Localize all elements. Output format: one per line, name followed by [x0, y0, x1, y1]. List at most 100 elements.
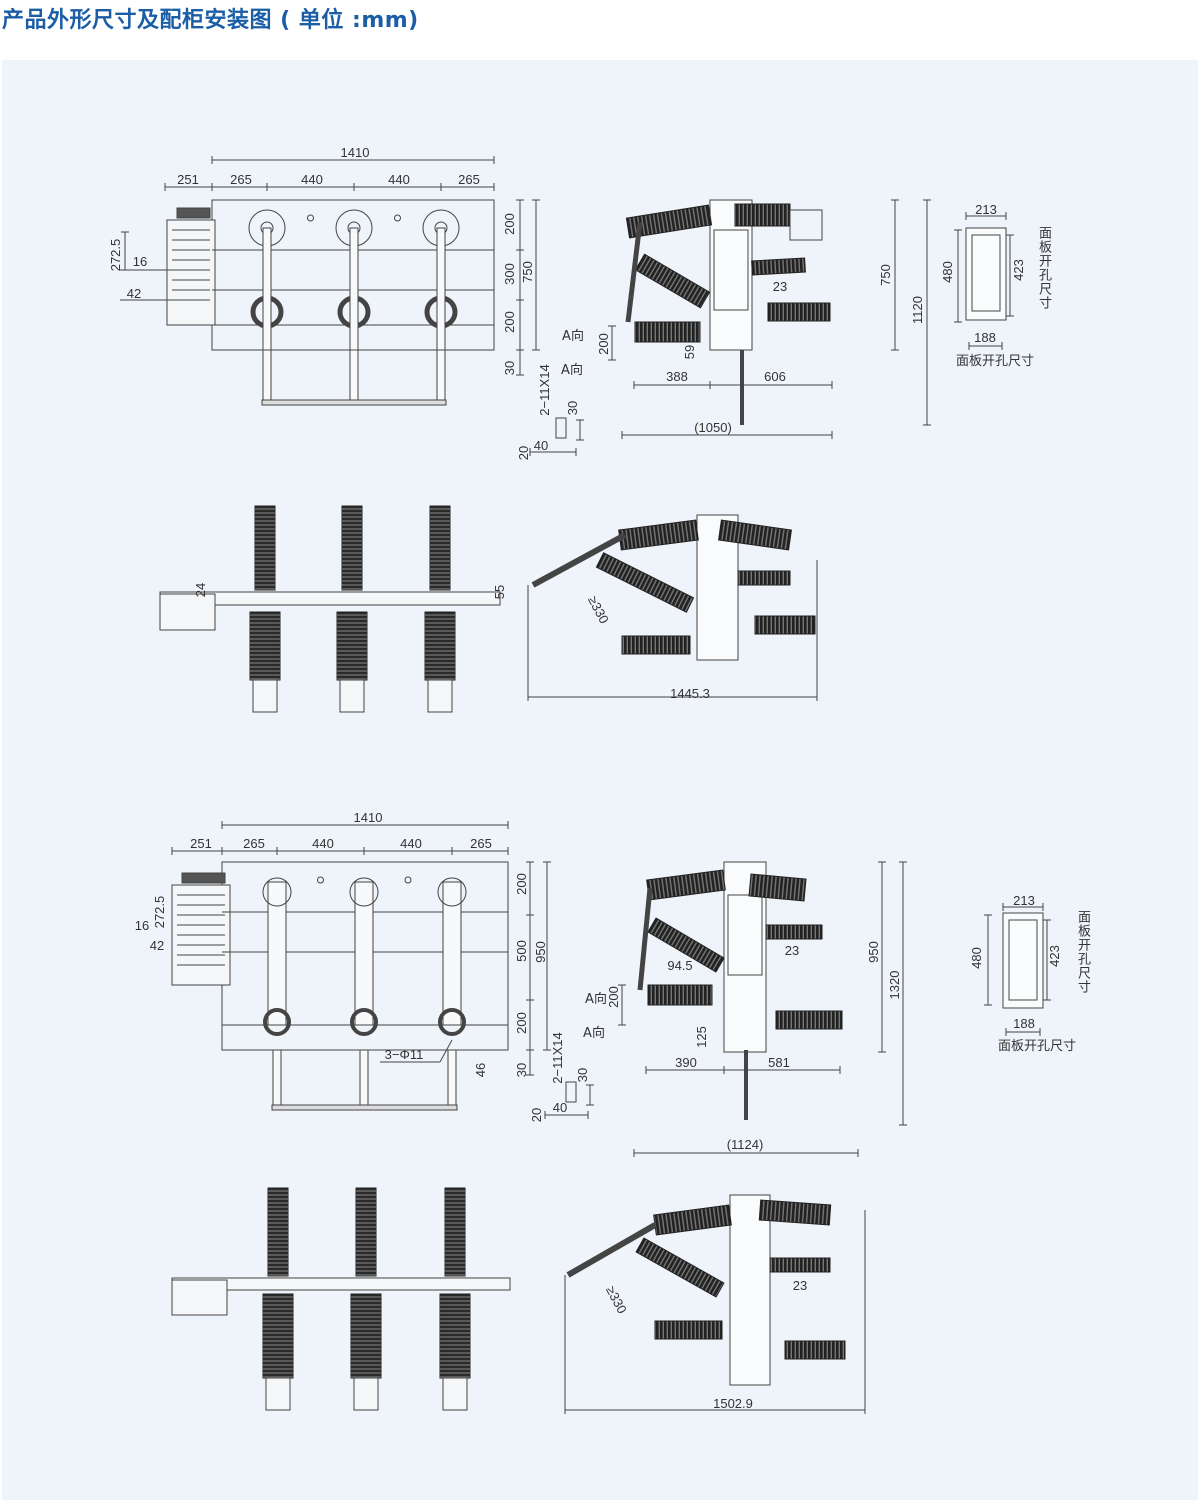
insulator: [355, 1187, 377, 1277]
earthing-rod: [349, 349, 359, 401]
dim-offset: 16: [134, 918, 150, 933]
dim-vertical: 30: [514, 1062, 529, 1078]
dim-span: 440: [312, 836, 334, 851]
dim-small: 55: [492, 584, 507, 600]
bracket: [789, 209, 823, 241]
insulator: [595, 552, 695, 613]
dim-vertical: 500: [514, 940, 529, 962]
dim-width: 188: [974, 330, 996, 345]
dim-offset: 16: [132, 254, 148, 269]
dim-slot: 20: [516, 445, 531, 461]
dim-vertical: 125: [694, 1026, 709, 1048]
slot-spec: 2−11X14: [550, 1032, 565, 1084]
operating-arm: [566, 1222, 657, 1278]
insulator: [621, 635, 691, 655]
terminal-circle: [349, 877, 379, 907]
insulator: [439, 1293, 471, 1379]
insulator: [718, 519, 792, 551]
insulator: [751, 257, 806, 276]
dim-vertical: 750: [878, 264, 893, 286]
insulator: [647, 984, 713, 1006]
cutout-caption: 面板开孔尺寸: [955, 354, 1035, 369]
terminal-fitting: [339, 679, 365, 713]
view-direction-label: A向: [562, 329, 584, 344]
terminal-fitting: [442, 1377, 468, 1411]
insulator: [784, 1340, 846, 1360]
insulator: [748, 873, 807, 902]
earthing-rod: [262, 349, 272, 401]
insulator: [767, 302, 831, 322]
insulator: [769, 1257, 831, 1273]
dim-span: 265: [470, 836, 492, 851]
dim-width: 188: [1013, 1016, 1035, 1031]
dim-width: 581: [768, 1055, 790, 1070]
earthing-rod: [359, 1049, 369, 1106]
operating-mechanism: [166, 219, 216, 326]
dim-offset: 42: [126, 286, 142, 301]
terminal-fitting: [353, 1377, 379, 1411]
terminal-fitting: [252, 679, 278, 713]
earthing-rod: [436, 349, 446, 401]
dim-width: 388: [666, 369, 688, 384]
dim-slot: 20: [529, 1107, 544, 1123]
dim-small: 24: [193, 582, 208, 598]
insulator: [625, 204, 713, 239]
dim-small: 46: [473, 1062, 488, 1078]
pole-tube: [267, 881, 287, 1026]
dim-total-width: (1050): [694, 420, 732, 435]
dim-height: 480: [940, 261, 955, 283]
insulator: [444, 1187, 466, 1277]
terminal-circle: [263, 1008, 291, 1036]
mount-hole: [317, 876, 324, 884]
panel-face: [727, 894, 763, 976]
terminal-circle: [437, 877, 467, 907]
dim-slot: 40: [533, 438, 549, 453]
dim-total-width: 1445.3: [670, 686, 710, 701]
insulator: [424, 611, 456, 681]
insulator: [634, 253, 711, 309]
dim-width: 390: [675, 1055, 697, 1070]
dim-small: 23: [792, 1278, 808, 1293]
dim-vertical: 30: [502, 360, 517, 376]
dim-vertical: 1120: [910, 296, 925, 324]
insulator: [654, 1320, 723, 1340]
earthing-rod: [447, 1049, 457, 1106]
earthing-bar: [261, 399, 447, 406]
mechanism-spring: [176, 207, 211, 219]
dim-slot: 30: [575, 1067, 590, 1083]
mounting-slot: [565, 1081, 577, 1103]
insulator: [267, 1187, 289, 1277]
dim-slot: 30: [565, 400, 580, 416]
pole-tube: [442, 881, 462, 1026]
panel-face: [1008, 919, 1038, 1001]
dim-vertical: 300: [502, 263, 517, 285]
dim-vertical: 200: [502, 311, 517, 333]
pole-tube: [354, 881, 374, 1026]
dim-span: 440: [301, 172, 323, 187]
leader-line: [439, 1039, 453, 1063]
operating-arm: [625, 221, 643, 323]
control-panel: [729, 1194, 771, 1386]
view-direction-label: A向: [561, 363, 583, 378]
dim-left-offset: 251: [190, 836, 212, 851]
insulator: [758, 1199, 832, 1226]
terminal-circle: [438, 1008, 466, 1036]
terminal-fitting: [265, 1377, 291, 1411]
dim-vertical: 950: [533, 941, 548, 963]
dim-total-width: (1124): [726, 1137, 764, 1152]
dim-left-offset: 251: [177, 172, 199, 187]
insulator: [336, 611, 368, 681]
operating-arm: [637, 887, 653, 991]
dim-small: 23: [784, 943, 800, 958]
dim-height: 272.5: [108, 238, 123, 272]
insulator: [754, 615, 816, 635]
mount-hole: [394, 214, 401, 222]
dim-small: 23: [772, 279, 788, 294]
operating-mechanism: [159, 593, 216, 631]
operating-arm: [531, 532, 627, 588]
mount-hole: [404, 876, 412, 884]
dim-vertical: 200: [514, 873, 529, 895]
cutout-label: 面板开孔尺寸: [1075, 910, 1090, 994]
dim-vertical: 200: [514, 1012, 529, 1034]
insulator: [635, 1237, 725, 1298]
